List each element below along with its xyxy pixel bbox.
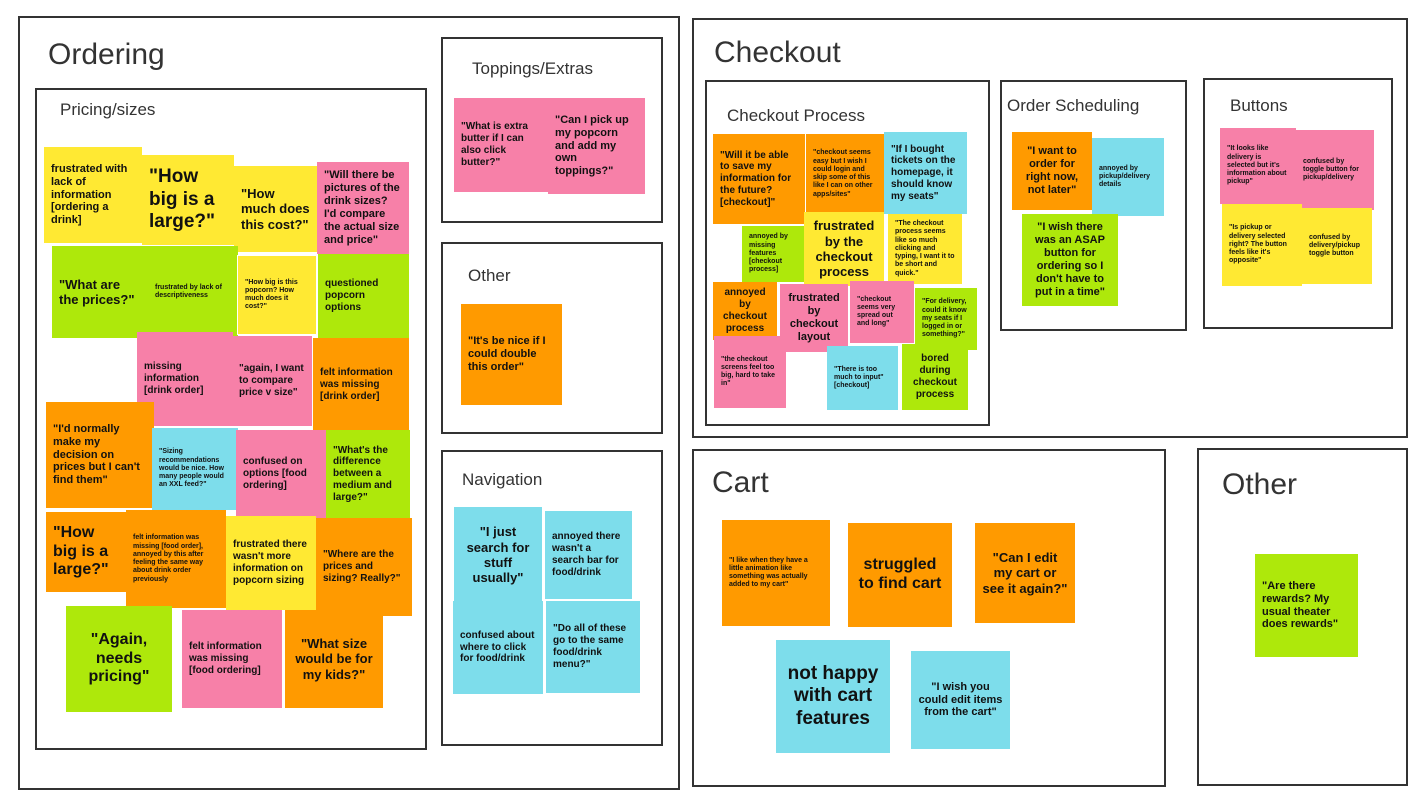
sticky-note: "Again, needs pricing" [66,606,172,712]
sticky-note: "Will there be pictures of the drink siz… [317,162,409,254]
cart-title: Cart [712,466,769,499]
sticky-note: confused by toggle button for pickup/del… [1296,130,1374,210]
sticky-note: "How big is a large?" [46,512,128,592]
sticky-note: bored during checkout process [902,344,968,410]
sticky-note: "I like when they have a little animatio… [722,520,830,626]
sticky-note: "If I bought tickets on the homepage, it… [884,132,967,214]
sticky-note: felt information was missing [food order… [182,610,282,708]
sticky-note: "Where are the prices and sizing? Really… [316,518,412,616]
buttons-title: Buttons [1230,96,1288,115]
sticky-note: frustrated by the checkout process [804,212,884,286]
other-small-title: Other [468,266,511,285]
sticky-note: felt information was missing [drink orde… [313,338,409,432]
sticky-note: confused by delivery/pickup toggle butto… [1302,208,1372,284]
sticky-note: "again, I want to compare price v size" [232,336,312,426]
sticky-note: "Is pickup or delivery selected right? T… [1222,204,1302,286]
sticky-note: "checkout seems easy but I wish I could … [806,134,886,214]
sticky-note: "What's the difference between a medium … [326,430,410,518]
sticky-note: "I wish you could edit items from the ca… [911,651,1010,749]
sticky-note: not happy with cart features [776,640,890,753]
sticky-note: "The checkout process seems like so much… [888,214,962,284]
sticky-note: frustrated by lack of descriptiveness [148,246,238,338]
sticky-note: frustrated there wasn't more information… [226,516,316,610]
toppings-extras-title: Toppings/Extras [472,59,593,78]
sticky-note: annoyed by checkout process [713,282,777,340]
sticky-note: "Are there rewards? My usual theater doe… [1255,554,1358,657]
sticky-note: "How big is this popcorn? How much does … [237,255,317,335]
sticky-note: missing information [drink order] [137,332,233,426]
sticky-note: annoyed there wasn't a search bar for fo… [545,511,632,599]
sticky-note: "Can I edit my cart or see it again?" [975,523,1075,623]
sticky-note: "There is too much to input" [checkout] [827,346,898,410]
sticky-note: annoyed by missing features [checkout pr… [742,226,804,282]
sticky-note: "I just search for stuff usually" [454,507,542,603]
navigation-title: Navigation [462,470,543,489]
sticky-note: annoyed by pickup/delivery details [1092,138,1164,216]
sticky-note: questioned popcorn options [318,254,409,338]
sticky-note: "I wish there was an ASAP button for ord… [1022,214,1118,306]
sticky-note: struggled to find cart [848,523,952,627]
checkout-title: Checkout [714,36,841,69]
sticky-note: "I'd normally make my decision on prices… [46,402,154,508]
sticky-note: "Will it be able to save my information … [713,134,805,224]
sticky-note: frustrated by checkout layout [780,284,848,352]
other-big-title: Other [1222,468,1298,501]
sticky-note: felt information was missing [food order… [126,510,226,608]
sticky-note: "For delivery, could it know my seats if… [915,288,977,350]
checkout-process-title: Checkout Process [727,106,865,125]
sticky-note: "Can I pick up my popcorn and add my own… [548,98,645,194]
sticky-note: "I want to order for right now, not late… [1012,132,1092,210]
other-board [1197,448,1408,786]
sticky-note: "It's be nice if I could double this ord… [461,304,562,405]
sticky-note: confused about where to click for food/d… [453,601,543,694]
sticky-note: "How big is a large?" [142,155,234,245]
sticky-note: "What size would be for my kids?" [285,610,383,708]
pricing-sizes-title: Pricing/sizes [60,100,156,119]
ordering-title: Ordering [48,38,165,71]
sticky-note: "checkout seems very spread out and long… [850,281,914,343]
sticky-note: "the checkout screens feel too big, hard… [714,336,786,408]
sticky-note: "It looks like delivery is selected but … [1220,128,1296,204]
sticky-note: "How much does this cost?" [234,166,318,252]
order-scheduling-title: Order Scheduling [1007,96,1140,115]
sticky-note: "Do all of these go to the same food/dri… [546,601,640,693]
sticky-note: "Sizing recommendations would be nice. H… [152,428,238,510]
sticky-note: frustrated with lack of information [ord… [44,147,142,243]
sticky-note: "What is extra butter if I can also clic… [454,98,548,192]
sticky-note: "What are the prices?" [52,246,148,338]
sticky-note: confused on options [food ordering] [236,430,326,518]
